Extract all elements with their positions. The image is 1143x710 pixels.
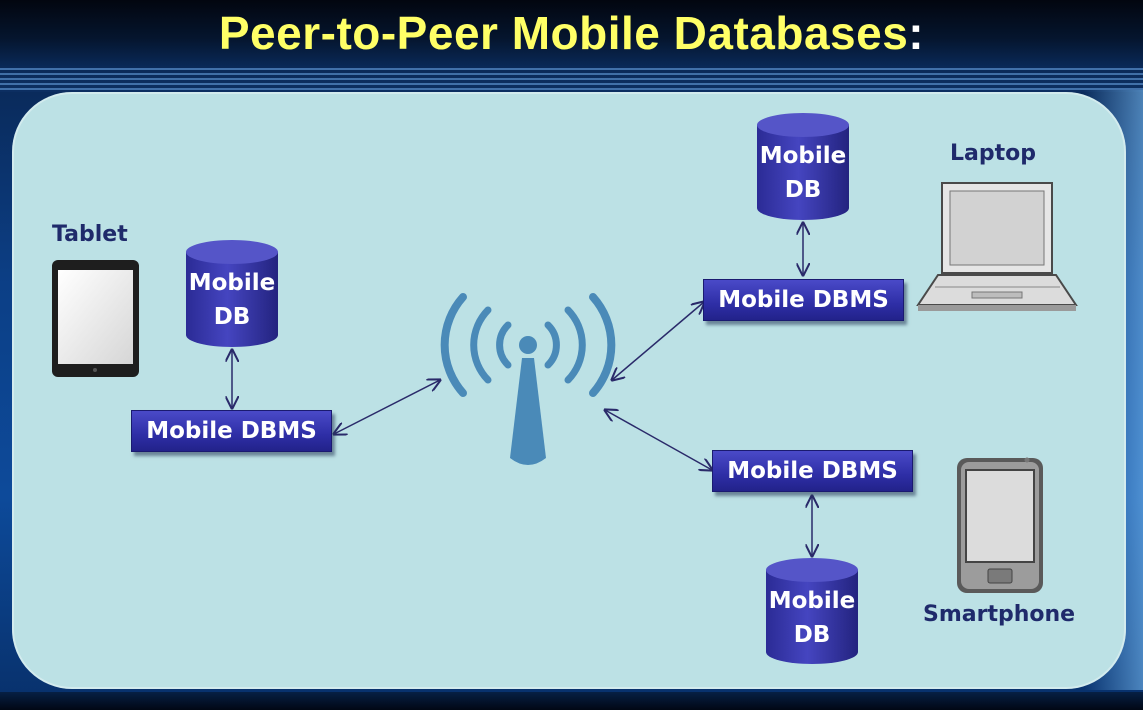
arrow-tower-bottomright bbox=[605, 410, 712, 470]
db-cylinder-top-right bbox=[757, 113, 849, 220]
page-title: Peer-to-Peer Mobile Databases: bbox=[0, 6, 1143, 60]
db-label-line1: Mobile bbox=[188, 270, 276, 296]
mobile-dbms-top-right: Mobile DBMS bbox=[703, 279, 904, 321]
tablet-label: Tablet bbox=[52, 222, 128, 247]
title-text: Peer-to-Peer Mobile Databases bbox=[218, 7, 909, 59]
db-label-line1: Mobile bbox=[768, 588, 856, 614]
mobile-db-left-label: Mobile DB bbox=[180, 266, 284, 334]
tablet-icon bbox=[52, 260, 139, 377]
smartphone-label: Smartphone bbox=[923, 602, 1076, 627]
wireless-tower-icon bbox=[440, 293, 616, 465]
db-cylinder-left bbox=[186, 240, 278, 347]
laptop-label: Laptop bbox=[950, 141, 1036, 166]
mobile-dbms-left: Mobile DBMS bbox=[131, 410, 332, 452]
smartphone-icon bbox=[957, 457, 1043, 593]
laptop-icon bbox=[916, 182, 1078, 311]
mobile-db-top-right-label: Mobile DB bbox=[751, 139, 855, 207]
db-label-line2: DB bbox=[213, 304, 251, 330]
bottom-bar bbox=[0, 692, 1143, 710]
mobile-db-bottom-right-label: Mobile DB bbox=[760, 584, 864, 652]
db-label-line2: DB bbox=[784, 177, 822, 203]
db-label-line1: Mobile bbox=[759, 143, 847, 169]
db-label-line2: DB bbox=[793, 622, 831, 648]
diagram-panel bbox=[12, 92, 1126, 689]
connectors bbox=[232, 223, 812, 556]
mobile-dbms-bottom-right: Mobile DBMS bbox=[712, 450, 913, 492]
arrow-tower-topright bbox=[612, 302, 704, 380]
arrow-left-dbms-tower bbox=[334, 380, 440, 434]
title-band bbox=[0, 0, 1143, 70]
decorative-stripe bbox=[0, 68, 1143, 92]
db-cylinder-bottom-right bbox=[766, 558, 858, 664]
title-colon: : bbox=[908, 7, 925, 59]
